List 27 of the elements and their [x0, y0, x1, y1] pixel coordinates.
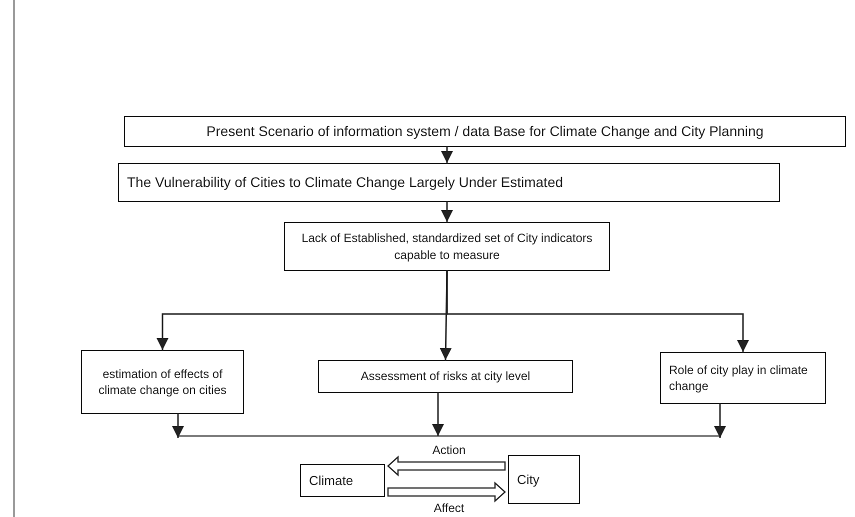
arrow — [441, 202, 453, 222]
arrow — [172, 414, 184, 438]
process-box — [124, 116, 846, 147]
box-text: Climate — [309, 472, 354, 490]
block-arrow — [387, 482, 506, 502]
arrow — [440, 270, 452, 360]
box-text: Present Scenario of information system / data Base for Climate Change and City Planning — [206, 122, 764, 141]
arrow — [446, 271, 749, 352]
process-box — [284, 222, 610, 271]
arrow — [714, 404, 726, 438]
box-text: Lack of Established, standardized set of City indicators capable to measure — [300, 230, 594, 263]
edge-label: Action — [430, 443, 468, 457]
block-arrow — [387, 456, 506, 476]
process-box — [508, 455, 580, 504]
box-text: Assessment of risks at city level — [360, 368, 530, 385]
process-box — [660, 352, 826, 404]
box-text: Role of city play in climate change — [669, 362, 809, 394]
process-box — [318, 360, 573, 393]
edge-label: Affect — [432, 501, 466, 515]
arrow — [441, 147, 453, 163]
process-box — [81, 350, 244, 414]
box-text: The Vulnerability of Cities to Climate Change Largely Under Estimated — [127, 173, 564, 192]
box-text: City — [517, 470, 540, 488]
arrow — [432, 393, 444, 436]
process-box — [118, 163, 780, 202]
box-text: estimation of effects of climate change on cities — [97, 366, 228, 398]
process-box — [300, 464, 385, 497]
